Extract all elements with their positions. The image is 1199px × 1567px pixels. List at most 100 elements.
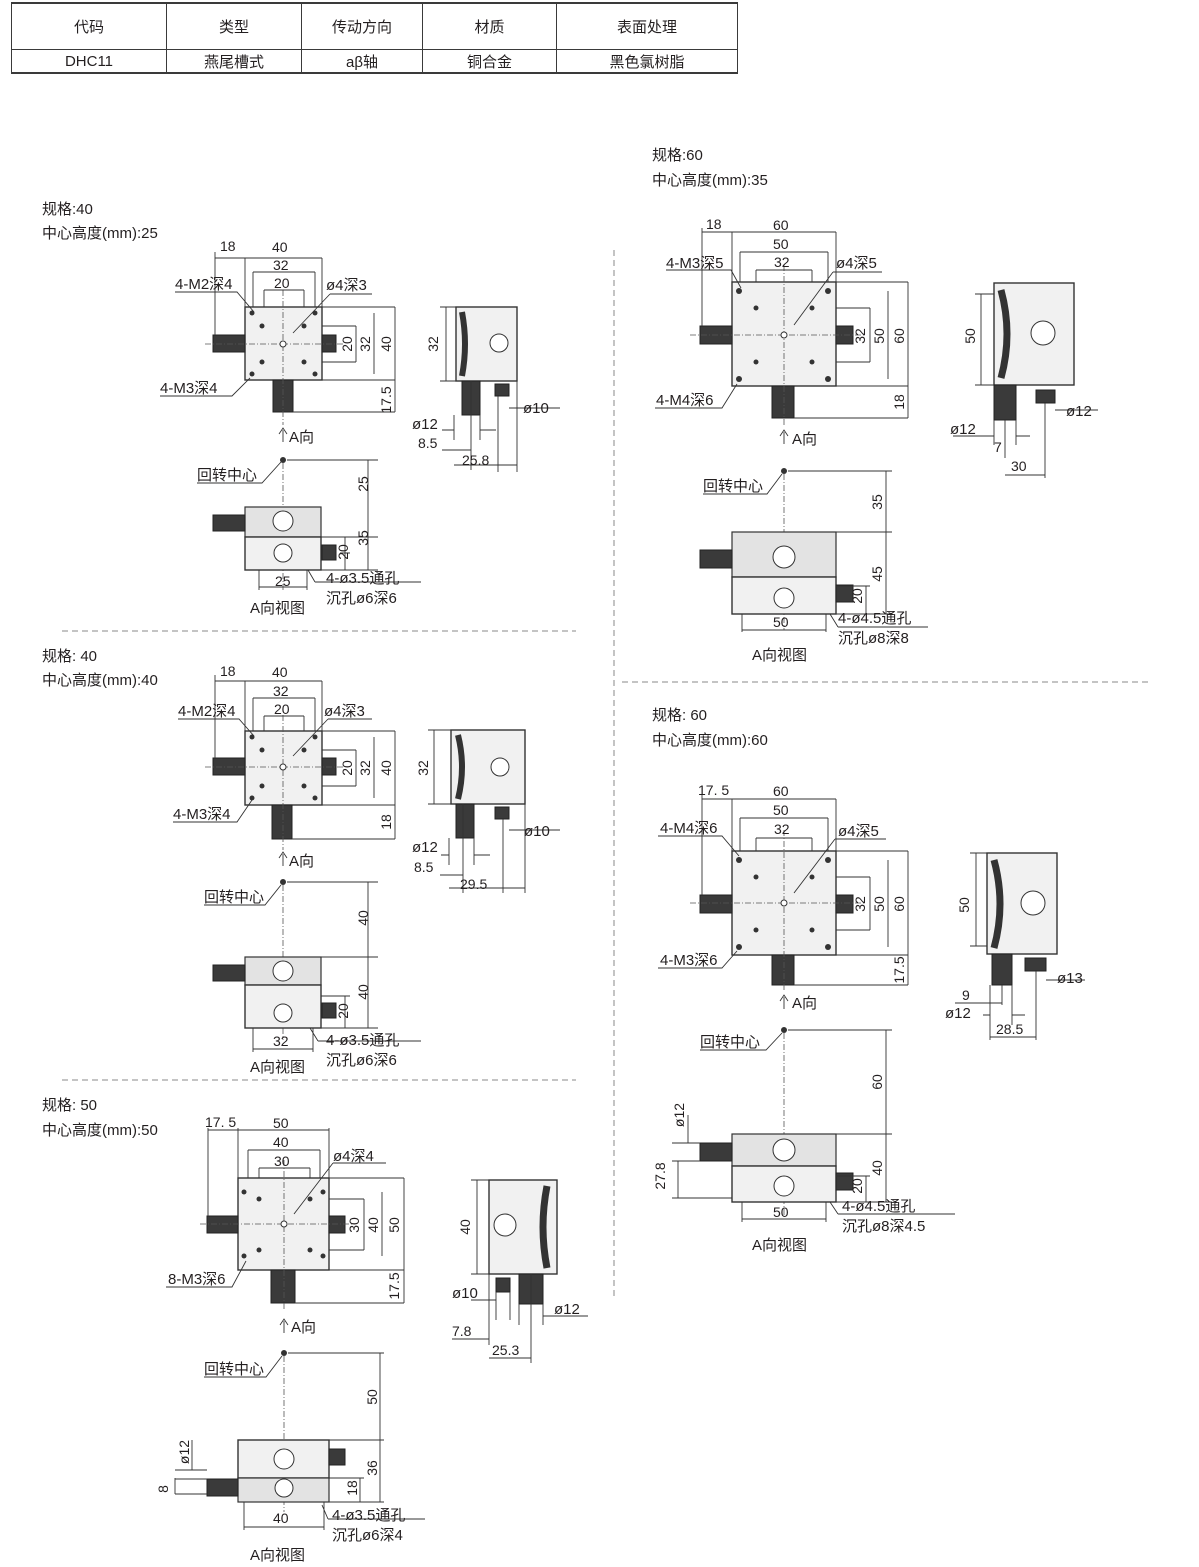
dim-label: ø12: [945, 1005, 971, 1022]
side-view: 50 ø12 ø12 7 30: [950, 282, 1098, 478]
dimension-lines: [214, 675, 323, 758]
dim-label: ø10: [452, 1285, 478, 1302]
dim-label: 9: [962, 987, 970, 1003]
view-a: 回转中心 25 35 20 25 4-ø3.5通孔 沉孔ø6深6 A向视图: [197, 457, 421, 617]
plate-hole: [272, 960, 294, 982]
dim-label: 60: [891, 328, 907, 344]
rotation-center-point: [281, 1350, 287, 1356]
base-hole: [773, 587, 795, 609]
view-label: A向: [289, 429, 314, 446]
dim-label: 17. 5: [205, 1114, 236, 1130]
cell-drive-direction: aβ轴: [301, 49, 423, 74]
knob-left: [212, 334, 246, 353]
plate-hole: [274, 1478, 294, 1498]
dim-label: 7: [994, 439, 1002, 455]
callout: 4-M3深4: [160, 380, 218, 397]
dimension-lines: [207, 1128, 330, 1216]
hole: [825, 857, 831, 863]
hole: [736, 288, 742, 294]
callout: 沉孔ø6深4: [332, 1527, 403, 1544]
dim-label: 32: [774, 821, 790, 837]
dim-label: 40: [365, 1217, 381, 1233]
callout: 4-M3深4: [173, 806, 231, 823]
dim-label: 30: [346, 1217, 362, 1233]
view-a: 回转中心 50 36 18 40 ø12 8 4-ø3.5通孔 沉孔ø6深4 A…: [155, 1350, 425, 1564]
side-dimension-lines: [440, 306, 560, 472]
view-caption: A向视图: [250, 1547, 305, 1564]
dim-label: 18: [891, 394, 907, 410]
side-view: 32 ø12 ø10 8.5 25.8: [412, 306, 560, 472]
leader-lines: [173, 718, 372, 823]
knob-right: [835, 1172, 854, 1191]
scale-arc: [455, 734, 465, 800]
callout: 4-M2深4: [178, 703, 236, 720]
drawing-60-60: 规格: 60 中心高度(mm):60 17. 5 60 50 32 4: [652, 707, 1085, 1254]
drawing-40-25: 规格:40 中心高度(mm):25 18 40 32 20 4-M2深: [42, 201, 560, 617]
side-dimension-lines: [794, 850, 909, 986]
dimension-lines: [174, 1352, 425, 1530]
callout: 沉孔ø6深6: [326, 1052, 397, 1069]
dim-label: 32: [273, 257, 289, 273]
spec-table-header: 代码 类型 传动方向 材质 表面处理: [11, 2, 738, 50]
dim-label: 40: [272, 664, 288, 680]
knob-side-small: [494, 806, 510, 820]
side-view: 50 ø13 9 ø12 28.5: [945, 852, 1085, 1040]
dim-label: 18: [220, 238, 236, 254]
dim-label: 40: [272, 239, 288, 255]
knob-left: [699, 894, 733, 914]
dim-label: 32: [415, 760, 431, 776]
leader-lines: [703, 473, 783, 495]
plate-hole: [272, 510, 294, 532]
base-hole: [273, 543, 293, 563]
dim-label: 40: [273, 1510, 289, 1526]
dim-label: 28.5: [996, 1021, 1023, 1037]
dim-label: ø12: [554, 1301, 580, 1318]
cell-surface: 黑色氯树脂: [556, 49, 738, 74]
view-label: A向: [792, 995, 817, 1012]
dim-label: ø10: [524, 823, 550, 840]
knob-right: [835, 894, 854, 914]
spec-title: 规格: 50: [42, 1097, 97, 1114]
scale-arc: [539, 1185, 551, 1269]
knob-right: [321, 757, 337, 776]
dim-label: 20: [274, 275, 290, 291]
dim-label: 60: [869, 1074, 885, 1090]
side-dimension-lines: [295, 1177, 405, 1304]
rotation-center-point: [781, 1027, 787, 1033]
knob-side-small: [1035, 389, 1056, 404]
knob-bottom: [771, 385, 795, 419]
dim-label: 50: [871, 328, 887, 344]
base-hole: [273, 1003, 293, 1023]
hole: [256, 1247, 262, 1253]
view-label: A向: [792, 431, 817, 448]
knob-left: [206, 1478, 239, 1497]
knob-bottom: [771, 954, 795, 986]
dim-label: 45: [869, 566, 885, 582]
dim-label: 40: [378, 760, 394, 776]
knob-side-small: [494, 383, 510, 397]
dim-label: 17.5: [386, 1272, 402, 1299]
callout: ø4深3: [326, 277, 367, 294]
side-hole: [493, 1213, 517, 1237]
dim-label: 32: [273, 1033, 289, 1049]
plate-hole: [772, 1138, 796, 1162]
hole: [825, 376, 831, 382]
hole: [312, 734, 318, 740]
dim-label: 18: [706, 216, 722, 232]
view-arrow: [779, 994, 789, 1009]
hole: [307, 1247, 313, 1253]
hole: [312, 795, 318, 801]
drawing-40-40: 规格: 40 中心高度(mm):40 18 40 32 20 4-M2: [42, 648, 560, 1076]
dim-label: 40: [273, 1134, 289, 1150]
hole: [825, 288, 831, 294]
dim-label: 20: [335, 544, 351, 560]
knob-right: [328, 1448, 346, 1466]
hole: [259, 323, 265, 329]
view-a: 回转中心 35 45 20 50 4-ø4.5通孔 沉孔ø8深8 A向视图: [699, 468, 928, 664]
side-view: 32 ø12 ø10 8.5 29.5: [412, 729, 560, 893]
hole: [753, 305, 759, 311]
header-code: 代码: [11, 2, 167, 50]
callout: ø4深3: [324, 703, 365, 720]
knob-side-small: [1024, 957, 1047, 972]
hole: [259, 747, 265, 753]
